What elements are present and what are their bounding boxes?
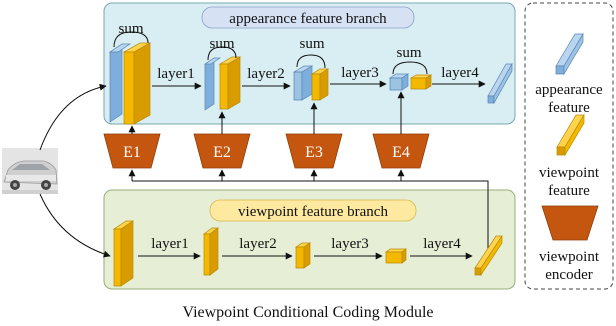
appearance-layer3-label: layer3 (341, 65, 378, 81)
sum-label-1: sum (118, 21, 143, 37)
legend-appearance-line1: appearance (535, 82, 603, 98)
viewpoint-stage4-block (474, 234, 503, 277)
appearance-layer2-label: layer2 (247, 66, 284, 82)
viewpoint-stage1-block (202, 227, 220, 276)
sum-label-2: sum (209, 36, 234, 52)
legend-viewpoint-icon (556, 113, 585, 157)
viewpoint-title-pill (209, 199, 417, 222)
appearance-branch-title: appearance feature branch (229, 11, 387, 27)
car-to-viewpoint-arrow (39, 193, 111, 258)
legend-appearance-icon (555, 32, 584, 76)
viewpoint-branch-title: viewpoint feature branch (238, 204, 388, 220)
sum-brace-4 (392, 61, 428, 75)
appearance-layer4-label: layer4 (441, 65, 479, 81)
appearance-layer1-label: layer1 (157, 66, 194, 82)
encoder-e3-label: E3 (305, 144, 323, 161)
appearance-stage1-blocks (203, 56, 242, 111)
legend-viewpoint-line1: viewpoint (539, 165, 600, 181)
appearance-stage2-blocks (292, 65, 330, 101)
sum-brace-2 (207, 46, 237, 61)
viewpoint-stage3-block (384, 248, 408, 264)
appearance-stage3-blocks (388, 73, 433, 91)
viewpoint-layer3-label: layer3 (331, 236, 368, 252)
appearance-stage0-blocks (108, 42, 152, 125)
encoder-e2 (193, 133, 251, 169)
legend-appearance-line2: feature (548, 100, 590, 116)
sum-brace-3 (296, 54, 326, 69)
encoder-e4 (372, 133, 430, 169)
viewpoint-stage0-block (112, 220, 135, 287)
encoder-e1-label: E1 (123, 144, 141, 161)
viewpoint-stage2-block (294, 242, 312, 269)
encoder-e4-label: E4 (392, 144, 410, 161)
feedback-bus (132, 180, 489, 250)
legend-encoder-icon (541, 205, 599, 241)
viewpoint-layer4-label: layer4 (423, 236, 461, 252)
appearance-stage4-block (487, 62, 513, 105)
sum-label-3: sum (299, 36, 324, 52)
car-to-appearance-arrow (39, 83, 107, 151)
input-car-image (2, 148, 58, 194)
legend-encoder-line1: viewpoint (539, 249, 600, 265)
viewpoint-layer2-label: layer2 (239, 236, 276, 252)
figure-caption: Viewpoint Conditional Coding Module (182, 304, 433, 321)
appearance-title-pill (201, 6, 415, 29)
viewpoint-layer1-label: layer1 (151, 236, 188, 252)
encoder-e2-label: E2 (213, 144, 231, 161)
legend-viewpoint-line2: feature (548, 183, 590, 199)
legend-encoder-line2: encoder (545, 267, 592, 283)
sum-label-4: sum (396, 45, 421, 61)
sum-brace-1 (113, 31, 149, 48)
encoder-e3 (285, 133, 343, 169)
encoder-e1 (103, 133, 161, 169)
